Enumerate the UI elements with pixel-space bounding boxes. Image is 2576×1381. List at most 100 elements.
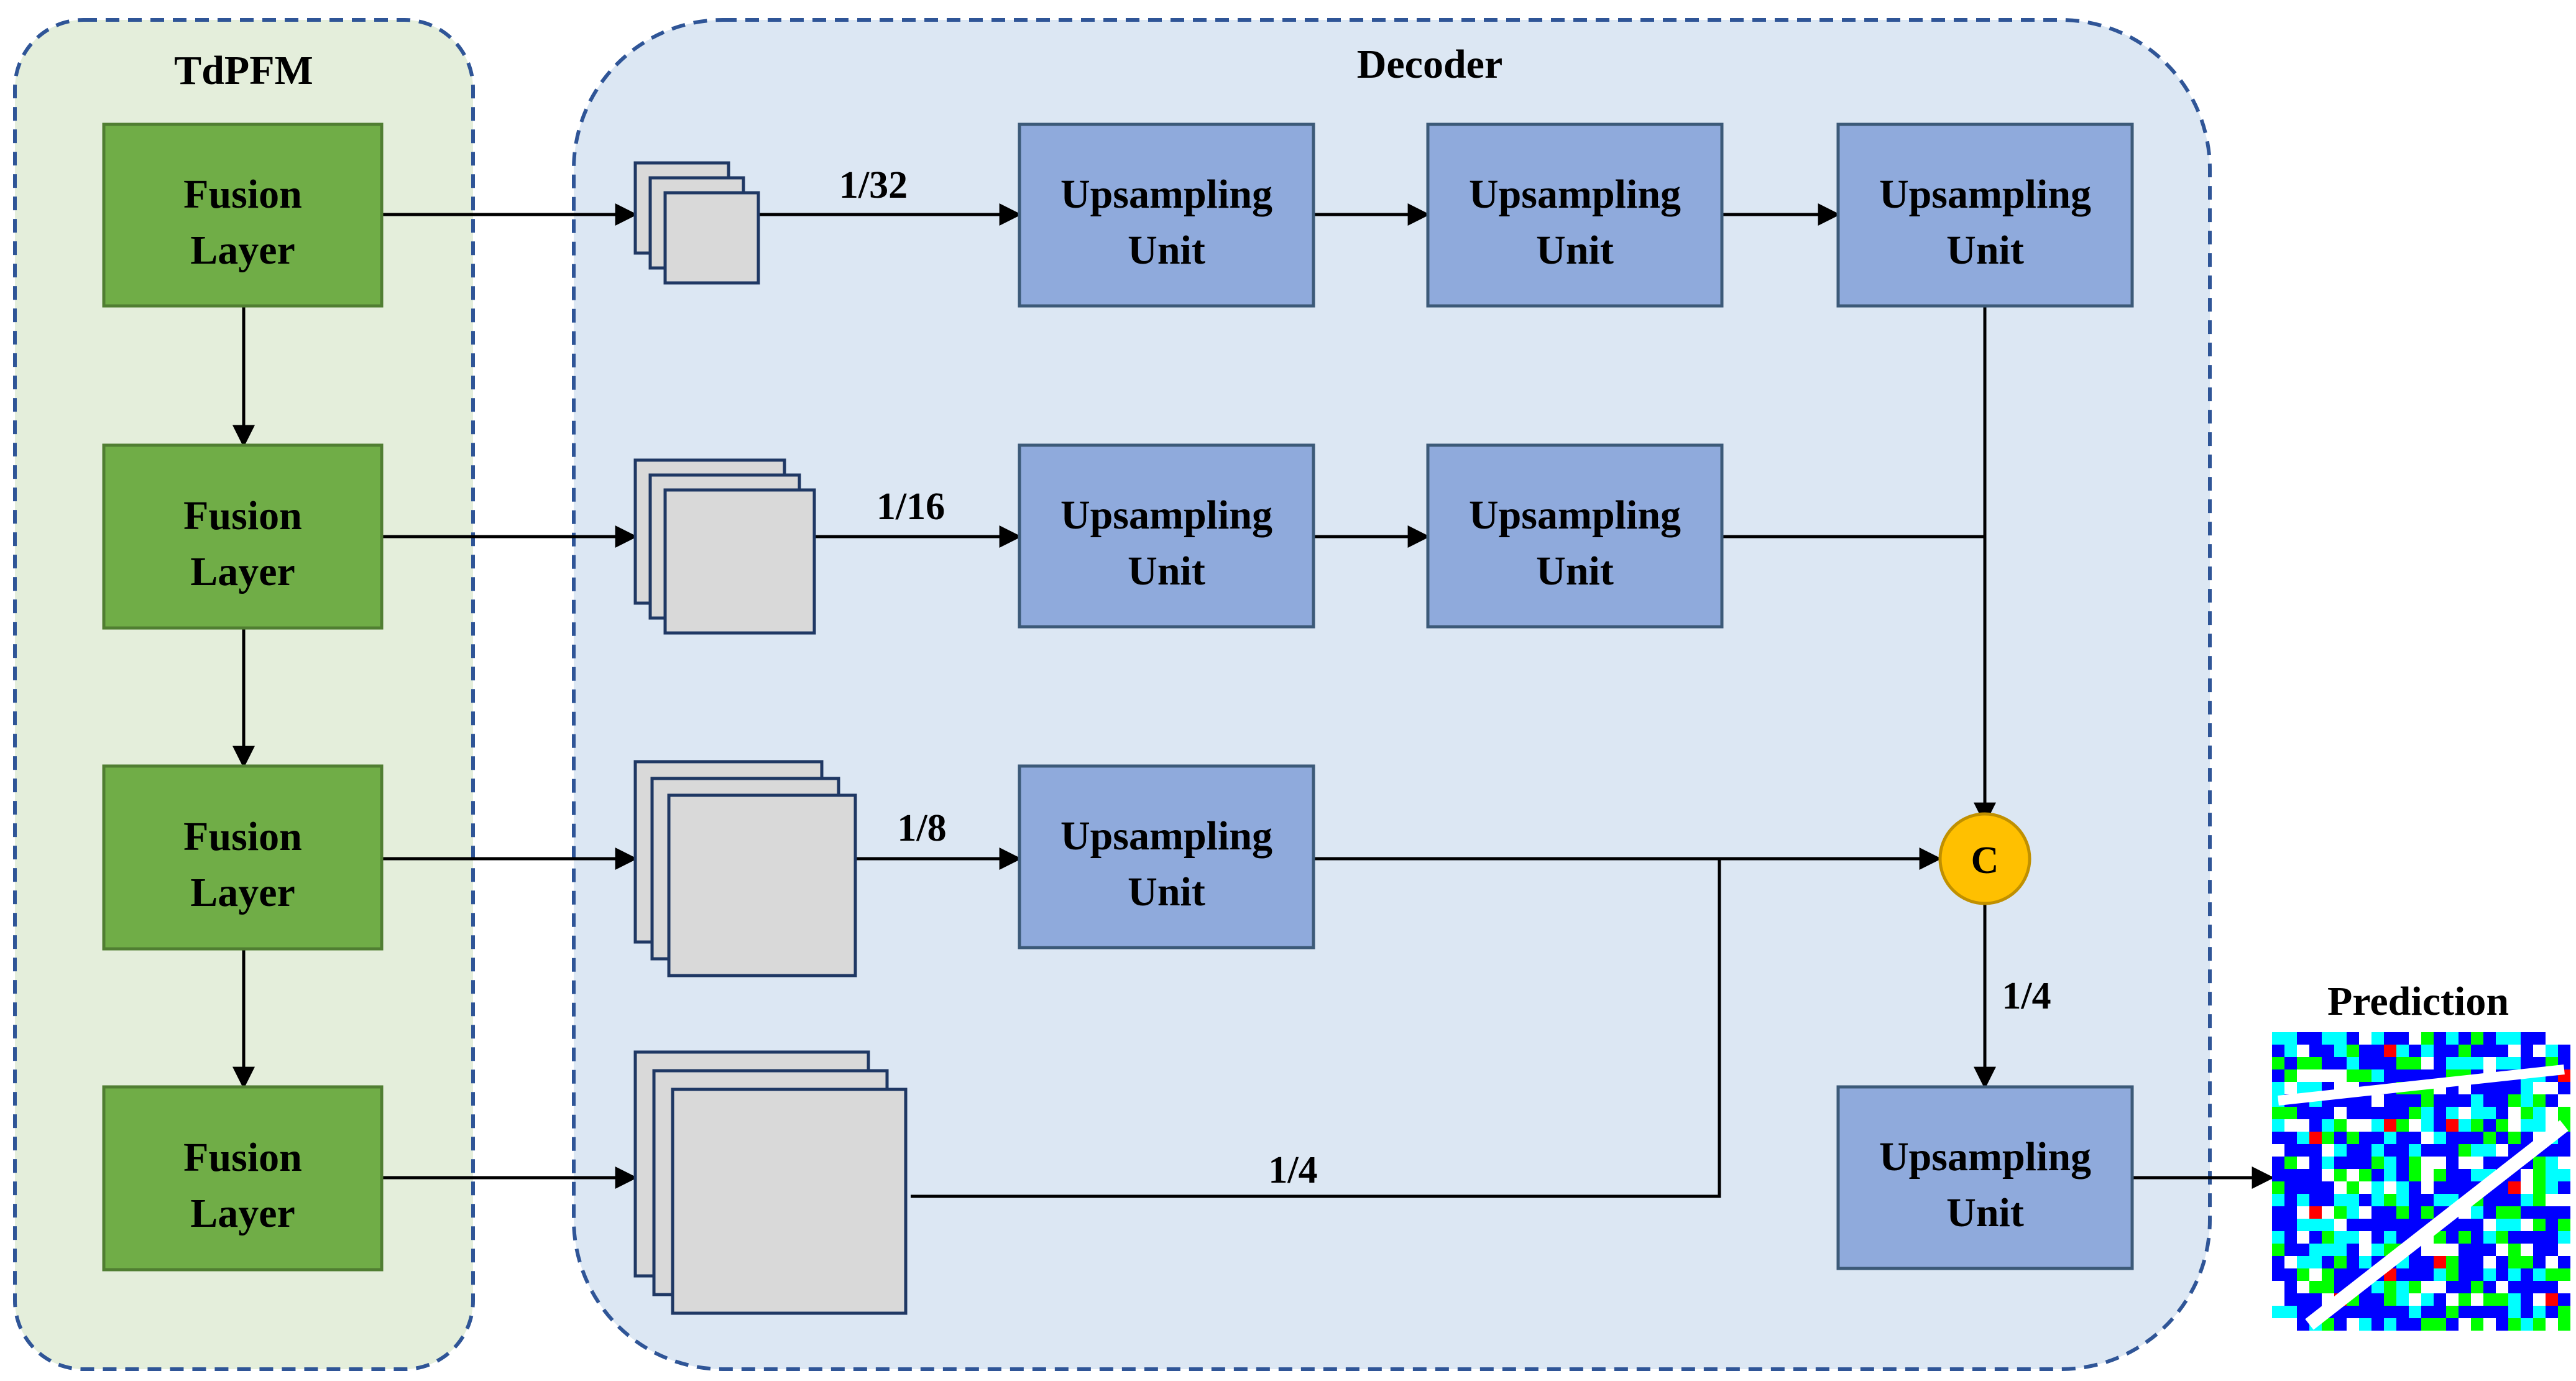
prediction-pixel [2508, 1256, 2521, 1268]
prediction-pixel [2508, 1045, 2521, 1057]
prediction-pixel [2384, 1219, 2396, 1231]
prediction-pixel [2459, 1281, 2471, 1293]
prediction-pixel [2496, 1244, 2508, 1256]
upsampling-unit-r1c1-label-line1: Upsampling [1060, 172, 1272, 217]
prediction-pixel [2334, 1181, 2347, 1194]
prediction-pixel [2434, 1281, 2446, 1293]
prediction-pixel [2558, 1169, 2570, 1181]
fusion-layer-3-box [102, 764, 384, 951]
prediction-pixel [2347, 1169, 2359, 1181]
upsampling-unit-r2c2-label-line1: Upsampling [1469, 492, 1681, 538]
prediction-pixel [2297, 1132, 2309, 1144]
fusion-layer-2-label-line2: Layer [190, 549, 295, 594]
prediction-pixel [2359, 1206, 2371, 1219]
prediction-pixel [2359, 1094, 2371, 1107]
prediction-pixel [2359, 1132, 2371, 1144]
prediction-pixel [2322, 1206, 2334, 1219]
prediction-pixel [2459, 1144, 2471, 1157]
prediction-pixel [2533, 1306, 2546, 1318]
prediction-pixel [2459, 1032, 2471, 1045]
prediction-pixel [2471, 1206, 2483, 1219]
prediction-pixel [2471, 1244, 2483, 1256]
prediction-pixel [2272, 1057, 2284, 1069]
prediction-pixel [2558, 1244, 2570, 1256]
prediction-pixel [2533, 1281, 2546, 1293]
prediction-pixel [2359, 1194, 2371, 1206]
prediction-pixel [2272, 1306, 2284, 1318]
prediction-pixel [2384, 1107, 2396, 1119]
feature-map-1-4-layer-3 [671, 1088, 908, 1315]
prediction-pixel [2284, 1157, 2297, 1169]
prediction-pixel [2533, 1181, 2546, 1194]
prediction-pixel [2384, 1069, 2396, 1082]
prediction-pixel [2446, 1032, 2459, 1045]
prediction-pixel [2396, 1157, 2409, 1169]
feature-map-1-32 [633, 161, 760, 285]
prediction-pixel [2309, 1057, 2322, 1069]
prediction-pixel [2284, 1107, 2297, 1119]
prediction-pixel [2284, 1069, 2297, 1082]
prediction-pixel [2359, 1119, 2371, 1132]
prediction-pixel [2322, 1144, 2334, 1157]
prediction-pixel [2446, 1119, 2459, 1132]
prediction-pixel [2496, 1194, 2508, 1206]
prediction-pixel [2471, 1256, 2483, 1268]
prediction-pixel [2309, 1132, 2322, 1144]
prediction-pixel [2371, 1132, 2384, 1144]
prediction-pixel [2483, 1231, 2496, 1244]
prediction-pixel [2521, 1094, 2533, 1107]
prediction-pixel [2508, 1268, 2521, 1281]
prediction-pixel [2309, 1107, 2322, 1119]
prediction-pixel [2533, 1256, 2546, 1268]
prediction-pixel [2359, 1231, 2371, 1244]
prediction-pixel [2297, 1107, 2309, 1119]
upsampling-unit-r1c2-label-line1: Upsampling [1469, 172, 1681, 217]
prediction-pixel [2371, 1032, 2384, 1045]
prediction-pixel [2496, 1082, 2508, 1094]
prediction-pixel [2471, 1268, 2483, 1281]
prediction-pixel [2347, 1069, 2359, 1082]
prediction-pixel [2521, 1268, 2533, 1281]
prediction-pixel [2483, 1157, 2496, 1169]
prediction-pixel [2297, 1032, 2309, 1045]
prediction-pixel [2508, 1306, 2521, 1318]
upsampling-unit-r2c1-box [1018, 443, 1315, 629]
prediction-pixel [2421, 1268, 2434, 1281]
prediction-pixel [2272, 1169, 2284, 1181]
prediction-pixel [2297, 1157, 2309, 1169]
prediction-pixel [2471, 1082, 2483, 1094]
prediction-pixel [2297, 1045, 2309, 1057]
prediction-pixel [2471, 1281, 2483, 1293]
prediction-pixel [2396, 1268, 2409, 1281]
prediction-pixel [2347, 1181, 2359, 1194]
prediction-pixel [2409, 1306, 2421, 1318]
feature-map-1-16-layer-3 [663, 488, 816, 635]
prediction-pixel [2409, 1293, 2421, 1306]
prediction-pixel [2272, 1293, 2284, 1306]
prediction-pixel [2446, 1306, 2459, 1318]
prediction-pixel [2384, 1057, 2396, 1069]
prediction-pixel [2359, 1157, 2371, 1169]
prediction-pixel [2546, 1244, 2558, 1256]
prediction-pixel [2471, 1318, 2483, 1331]
concat-symbol: C [1971, 839, 1999, 882]
prediction-pixel [2521, 1306, 2533, 1318]
prediction-pixel [2421, 1194, 2434, 1206]
fusion-layer-1-label-line2: Layer [190, 228, 295, 273]
prediction-pixel [2272, 1119, 2284, 1132]
prediction-pixel [2483, 1219, 2496, 1231]
prediction-pixel [2434, 1306, 2446, 1318]
prediction-pixel [2446, 1281, 2459, 1293]
prediction-pixel [2297, 1219, 2309, 1231]
prediction-pixel [2483, 1119, 2496, 1132]
prediction-pixel [2322, 1281, 2334, 1293]
prediction-pixel [2322, 1219, 2334, 1231]
prediction-pixel [2272, 1045, 2284, 1057]
prediction-road [2278, 1065, 2565, 1106]
prediction-pixel [2508, 1132, 2521, 1144]
prediction-pixel [2471, 1119, 2483, 1132]
prediction-pixel [2496, 1231, 2508, 1244]
prediction-pixel [2359, 1169, 2371, 1181]
